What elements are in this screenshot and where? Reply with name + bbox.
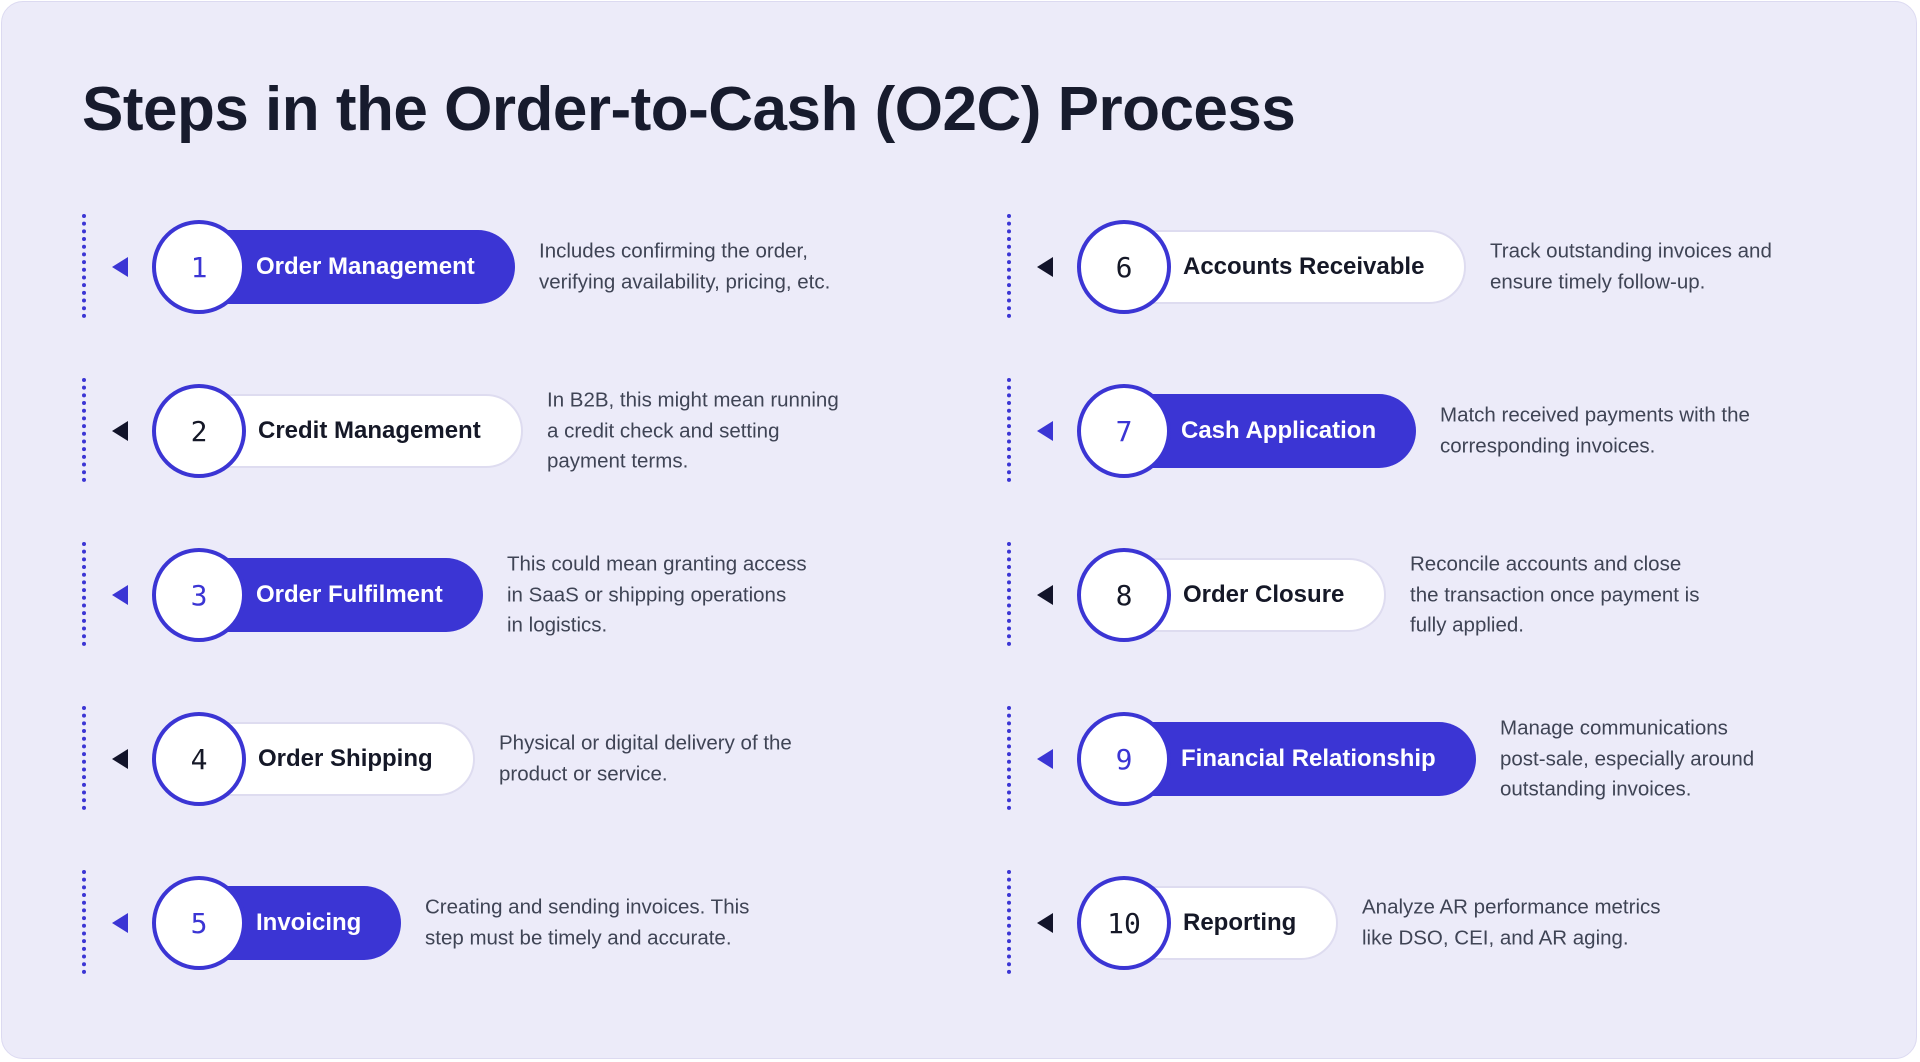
step-description: Physical or digital delivery of the prod…	[499, 731, 792, 786]
dotted-connector	[82, 378, 86, 482]
step-7: 7 Cash Application Match received paymen…	[1007, 374, 1907, 538]
arrow-left-icon	[112, 421, 128, 441]
step-number: 5	[152, 876, 246, 970]
dotted-connector	[1007, 542, 1011, 646]
arrow-left-icon	[112, 749, 128, 769]
arrow-left-icon	[112, 913, 128, 933]
step-1: 1 Order Management Includes confirming t…	[82, 210, 982, 374]
dotted-connector	[1007, 378, 1011, 482]
dotted-connector	[1007, 706, 1011, 810]
step-number: 7	[1077, 384, 1171, 478]
step-description: Manage communications post-sale, especia…	[1500, 716, 1755, 801]
arrow-left-icon	[1037, 749, 1053, 769]
step-description: Creating and sending invoices. This step…	[425, 895, 750, 950]
step-3: 3 Order Fulfilment This could mean grant…	[82, 538, 982, 702]
arrow-left-icon	[1037, 421, 1053, 441]
arrow-left-icon	[1037, 585, 1053, 605]
step-number: 9	[1077, 712, 1171, 806]
step-description: Reconcile accounts and close the transac…	[1410, 552, 1700, 637]
step-4: 4 Order Shipping Physical or digital del…	[82, 702, 982, 866]
arrow-left-icon	[112, 257, 128, 277]
step-number: 10	[1077, 876, 1171, 970]
dotted-connector	[82, 542, 86, 646]
arrow-left-icon	[1037, 257, 1053, 277]
step-description: This could mean granting access in SaaS …	[507, 552, 807, 637]
step-label-pill: Financial Relationship	[1115, 722, 1476, 796]
dotted-connector	[1007, 214, 1011, 318]
step-label-pill: Cash Application	[1115, 394, 1417, 468]
step-description: Includes confirming the order, verifying…	[539, 239, 831, 294]
step-10: 10 Reporting Analyze AR performance metr…	[1007, 866, 1907, 1030]
arrow-left-icon	[112, 585, 128, 605]
dotted-connector	[82, 870, 86, 974]
dotted-connector	[82, 706, 86, 810]
step-description: Analyze AR performance metrics like DSO,…	[1362, 895, 1661, 950]
step-number: 3	[152, 548, 246, 642]
step-description: Track outstanding invoices and ensure ti…	[1490, 239, 1772, 294]
step-number: 1	[152, 220, 246, 314]
step-label-pill: Accounts Receivable	[1115, 230, 1467, 304]
step-2: 2 Credit Management In B2B, this might m…	[82, 374, 982, 538]
step-5: 5 Invoicing Creating and sending invoice…	[82, 866, 982, 1030]
step-number: 8	[1077, 548, 1171, 642]
page-title: Steps in the Order-to-Cash (O2C) Process	[82, 75, 1296, 144]
step-8: 8 Order Closure Reconcile accounts and c…	[1007, 538, 1907, 702]
step-description: Match received payments with the corresp…	[1440, 403, 1750, 458]
arrow-left-icon	[1037, 913, 1053, 933]
dotted-connector	[1007, 870, 1011, 974]
dotted-connector	[82, 214, 86, 318]
step-9: 9 Financial Relationship Manage communic…	[1007, 702, 1907, 866]
step-description: In B2B, this might mean running a credit…	[547, 388, 839, 473]
steps-column-right: 6 Accounts Receivable Track outstanding …	[1007, 210, 1907, 1030]
steps-column-left: 1 Order Management Includes confirming t…	[82, 210, 982, 1030]
step-6: 6 Accounts Receivable Track outstanding …	[1007, 210, 1907, 374]
step-number: 2	[152, 384, 246, 478]
step-number: 4	[152, 712, 246, 806]
step-number: 6	[1077, 220, 1171, 314]
